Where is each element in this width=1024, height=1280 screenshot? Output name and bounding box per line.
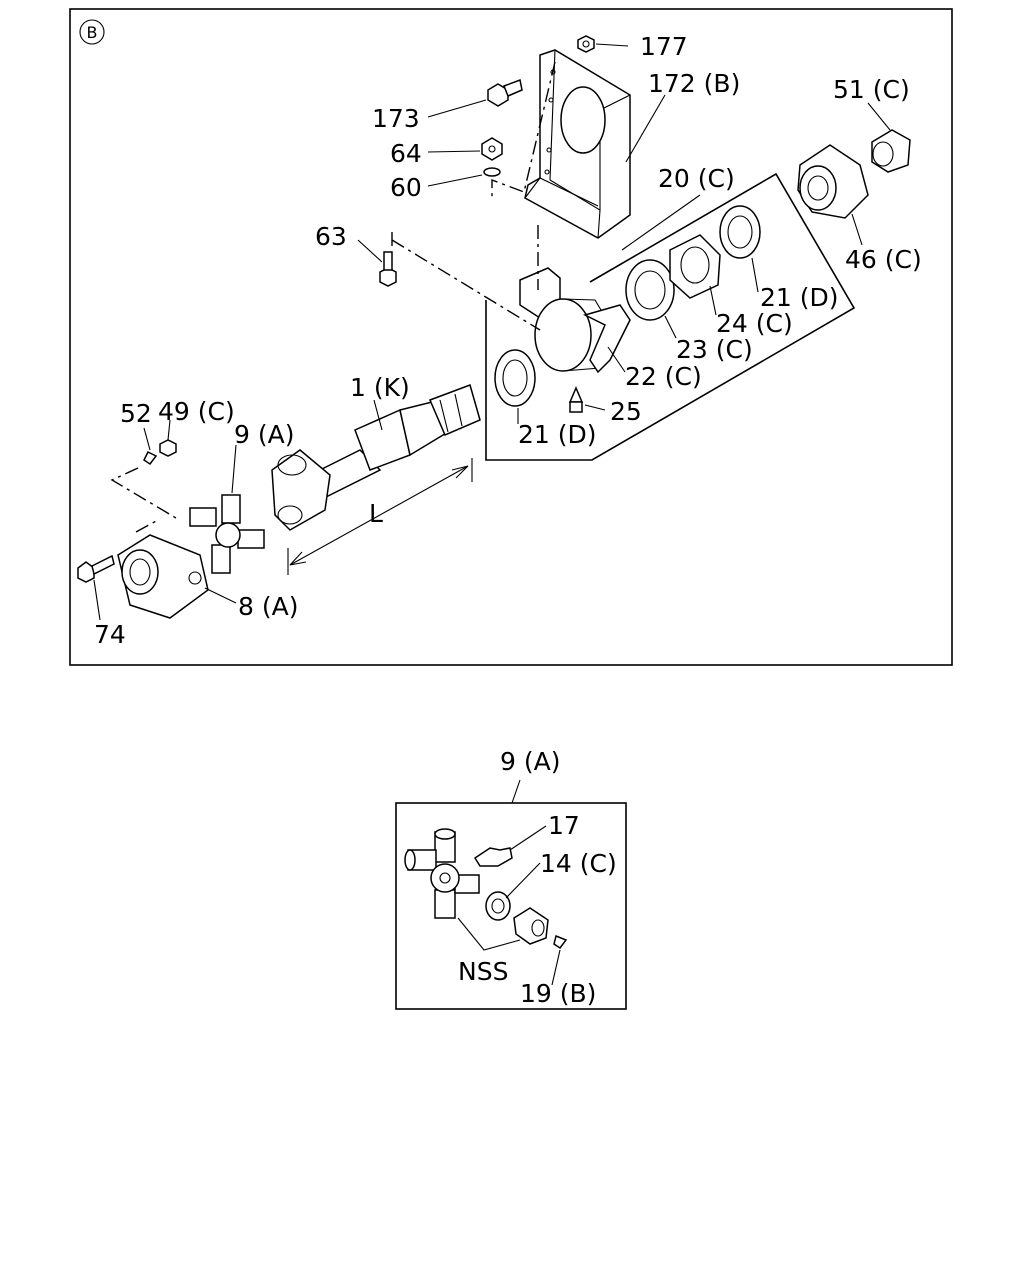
callout-25: 25 <box>610 397 642 426</box>
dash-lines <box>110 61 556 533</box>
callout-1: 1 (K) <box>350 373 410 402</box>
callout-24: 24 (C) <box>716 309 793 338</box>
nut-51-part <box>871 129 911 173</box>
callout-177: 177 <box>640 32 688 61</box>
nut-177-part <box>577 35 595 53</box>
washer-60-part <box>483 167 501 177</box>
main-diagram-frame <box>69 8 953 666</box>
bolt-74-part <box>77 554 115 583</box>
flange-8a-part <box>117 534 209 619</box>
inset-callout-14: 14 (C) <box>540 849 617 878</box>
callout-60: 60 <box>390 173 422 202</box>
section-marker: B <box>79 19 105 45</box>
callout-46: 46 (C) <box>845 245 922 274</box>
inset-callout-nss: NSS <box>458 957 508 986</box>
callout-74: 74 <box>94 620 126 649</box>
bolt-63-part <box>379 251 397 287</box>
seal-21d-right-part <box>719 205 761 259</box>
inset-callout-19: 19 (B) <box>520 979 596 1008</box>
inset-spider-part <box>404 828 480 919</box>
callout-64: 64 <box>390 139 422 168</box>
callout-51: 51 (C) <box>833 75 910 104</box>
yoke-part <box>271 449 331 531</box>
callout-23: 23 (C) <box>676 335 753 364</box>
inset-snap-ring-19-part <box>553 934 568 950</box>
svg-text:B: B <box>87 23 98 42</box>
clip-52-part <box>143 450 158 466</box>
leader-lines <box>93 43 891 621</box>
bolt-173-part <box>487 78 523 107</box>
dimension-l: L <box>287 458 473 575</box>
insulator-24-part <box>669 234 721 299</box>
bracket-172-part <box>524 49 631 239</box>
spider-9a-part <box>189 494 265 574</box>
grease-nipple-25-part <box>568 386 584 413</box>
inset-callout-17: 17 <box>548 811 580 840</box>
callout-9a: 9 (A) <box>234 420 294 449</box>
callout-172: 172 (B) <box>648 69 740 98</box>
callout-8a: 8 (A) <box>238 592 298 621</box>
callout-63: 63 <box>315 222 347 251</box>
callout-52: 52 <box>120 399 152 428</box>
inset-grease-fitting-17-part <box>473 847 513 867</box>
callout-21d-right: 21 (D) <box>760 283 839 312</box>
inset-seal-14-part <box>485 891 511 921</box>
svg-text:L: L <box>369 499 383 528</box>
inset-leader-lines <box>457 825 561 986</box>
center-bearing-20-part <box>519 267 631 374</box>
callout-21d-left: 21 (D) <box>518 420 597 449</box>
seal-21d-left-part <box>494 349 536 407</box>
callout-20: 20 (C) <box>658 164 735 193</box>
nut-49-part <box>159 439 177 457</box>
shaft-1k-part <box>298 384 481 501</box>
callout-173: 173 <box>372 104 420 133</box>
nut-64-part <box>481 137 503 161</box>
inset-title: 9 (A) <box>500 747 560 776</box>
callout-49: 49 (C) <box>158 397 235 426</box>
bearing-group-outline <box>485 172 856 461</box>
inset-bearing-cup-part <box>513 907 549 945</box>
inset-frame <box>395 802 627 1010</box>
bearing-23-part <box>625 259 675 321</box>
flange-46-part <box>797 144 869 219</box>
callout-22: 22 (C) <box>625 362 702 391</box>
